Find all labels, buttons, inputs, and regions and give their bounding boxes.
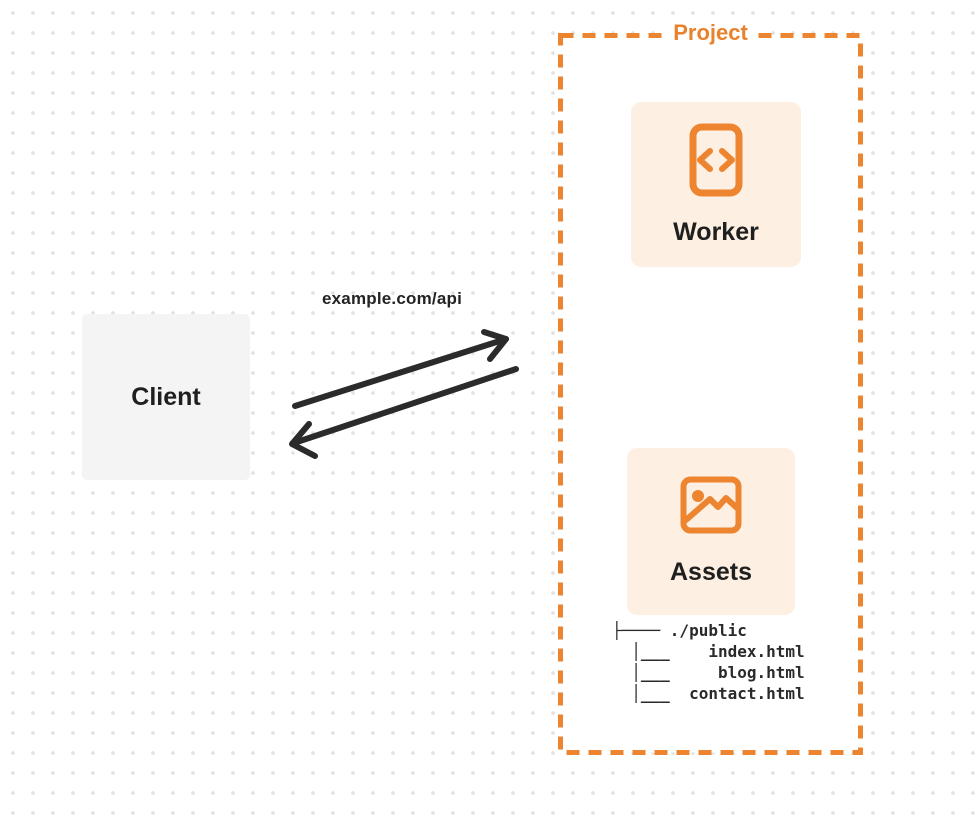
file-tree-root: ├──── ./public (612, 621, 747, 640)
arrow-down-left-icon (289, 366, 519, 459)
project-container-label: Project (666, 18, 755, 48)
worker-node: Worker (631, 102, 801, 267)
api-route-label: example.com/api (321, 289, 462, 308)
worker-node-label: Worker (673, 217, 759, 246)
assets-file-tree: ├──── ./public │___ index.html │___ blog… (612, 620, 806, 704)
client-node-label: Client (131, 382, 201, 411)
assets-node: Assets (627, 448, 795, 615)
file-tree-item: │___ blog.html (612, 663, 805, 682)
image-icon (680, 476, 742, 534)
code-file-icon (689, 123, 743, 196)
project-container: Project Worker Assets ├──── ./publi (558, 18, 863, 755)
assets-node-label: Assets (670, 558, 752, 586)
file-tree-item: │___ contact.html (612, 684, 805, 703)
arrow-up-right-icon (292, 329, 509, 409)
client-node: Client (82, 314, 250, 480)
file-tree-item: │___ index.html (612, 642, 805, 661)
